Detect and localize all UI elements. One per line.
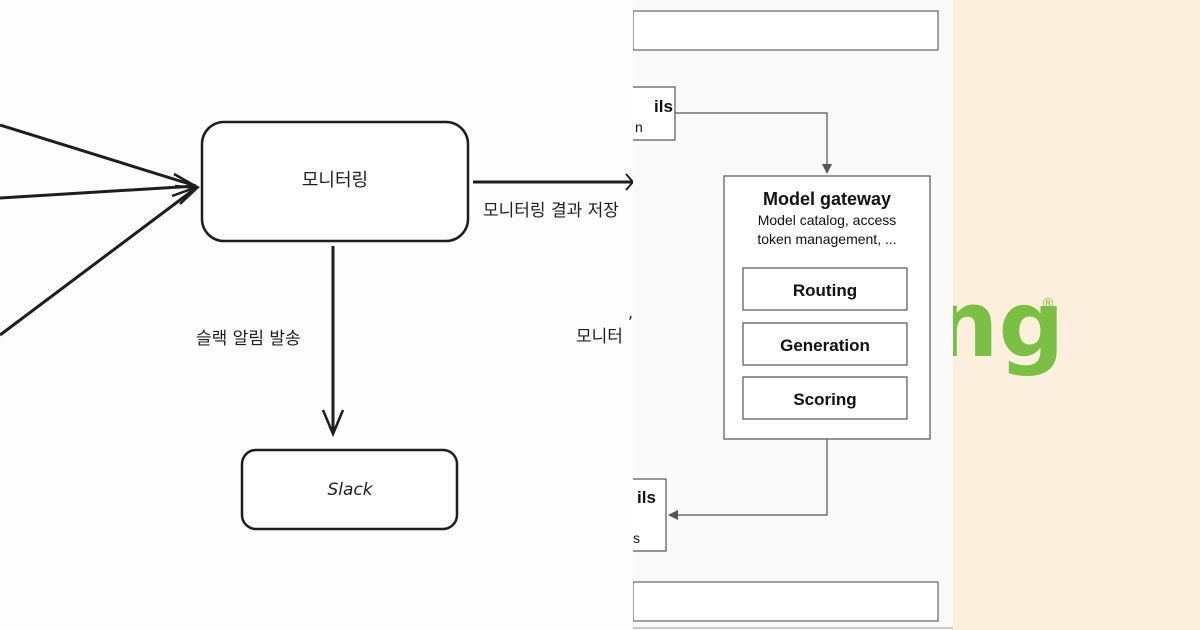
monitoring-node-label: 모니터링 [302, 170, 368, 191]
routing-label: Routing [793, 281, 857, 300]
model-gateway-title: Model gateway [763, 189, 891, 209]
input-guardrails-label: ils [654, 97, 673, 116]
connector-to-gateway [675, 112, 832, 174]
storage-label-line2: 모니터 [576, 327, 623, 347]
scoring-button[interactable] [742, 376, 908, 420]
model-gateway-desc-line1: Model catalog, access [758, 212, 897, 228]
output-guardrails-sublabel: s [633, 530, 640, 546]
slack-alert-arrowhead [321, 409, 345, 438]
monitoring-flow-diagram: 모니터링 모니터링 결과 저장 , 모니터 슬랙 알림 발송 Slack [0, 120, 633, 531]
brand-panel: ng ® [953, 0, 1200, 630]
brand-logo: ng ® [953, 271, 1064, 378]
incoming-arrow-middle [0, 184, 197, 200]
incoming-arrow-bottom [0, 186, 197, 337]
model-gateway-desc-line2: token management, ... [757, 231, 896, 247]
output-guardrails-label: ils [637, 488, 656, 507]
routing-button[interactable] [742, 267, 908, 311]
output-guardrails-box[interactable] [633, 478, 667, 552]
logo-wordmark-fragment: ng [953, 271, 1064, 378]
monitoring-node[interactable] [200, 120, 470, 243]
scoring-label: Scoring [793, 390, 856, 409]
save-result-arrowhead [625, 173, 633, 191]
save-result-edge-label: 모니터링 결과 저장 [483, 201, 619, 221]
incoming-arrow-top [0, 123, 197, 188]
input-guardrails-sublabel: n [635, 119, 643, 135]
slack-node-label: Slack [327, 480, 373, 500]
input-guardrails-box[interactable] [633, 86, 676, 141]
monitoring-flow-panel: 모니터링 모니터링 결과 저장 , 모니터 슬랙 알림 발송 Slack [0, 120, 633, 531]
registered-mark: ® [1041, 296, 1055, 312]
slack-alert-edge-label: 슬랙 알림 발송 [196, 329, 301, 349]
storage-label-line1: , [628, 303, 633, 322]
gateway-architecture-diagram: ils n Model gateway Model catalog, acces… [633, 10, 953, 629]
gateway-architecture-panel: ils n Model gateway Model catalog, acces… [633, 0, 953, 630]
top-rail-box [633, 10, 939, 51]
slack-node[interactable] [240, 448, 459, 531]
generation-button[interactable] [742, 322, 908, 366]
generation-label: Generation [780, 336, 870, 355]
connector-from-gateway [668, 439, 828, 520]
incoming-arrowhead-2 [174, 184, 200, 205]
bottom-rail-box [633, 581, 939, 622]
